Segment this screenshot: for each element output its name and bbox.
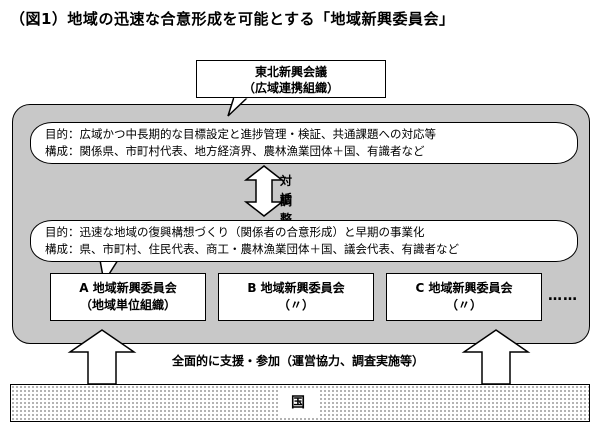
tohoku-council-name: 東北新興会議	[254, 65, 327, 79]
tohoku-council-box: 東北新興会議 （広域連携組織）	[196, 60, 386, 98]
committee-a-name: A 地域新興委員会	[79, 281, 177, 295]
upper-members: 構成：関係県、市町村代表、地方経済界、農林漁業団体＋国、有識者など	[45, 144, 425, 158]
committee-c-name: C 地域新興委員会	[415, 281, 513, 295]
more-committees-ellipsis: ……	[548, 288, 578, 304]
lower-bubble: 目的：迅速な地域の復興構想づくり（関係者の合意形成）と早期の事業化 構成：県、市…	[30, 220, 578, 262]
upper-bubble: 目的：広域かつ中長期的な目標設定と進捗管理・検証、共通課題への対応等 構成：関係…	[30, 122, 578, 164]
tohoku-council-sub: （広域連携組織）	[242, 81, 339, 95]
upper-purpose: 目的：広域かつ中長期的な目標設定と進捗管理・検証、共通課題への対応等	[45, 127, 436, 141]
committee-b: B 地域新興委員会 （〃）	[218, 273, 374, 321]
support-label: 全面的に支援・参加（運営協力、調査実施等）	[172, 354, 425, 368]
page-title: （図1）地域の迅速な合意形成を可能とする「地域新興委員会」	[10, 10, 455, 28]
committee-a: A 地域新興委員会 （地域単位組織）	[50, 273, 206, 321]
committee-c-sub: （〃）	[445, 298, 482, 312]
dialogue-line1: 対話	[280, 174, 293, 206]
lower-purpose: 目的：迅速な地域の復興構想づくり（関係者の合意形成）と早期の事業化	[45, 225, 425, 239]
committee-b-name: B 地域新興委員会	[247, 281, 345, 295]
committee-b-sub: （〃）	[277, 298, 314, 312]
committee-a-sub: （地域単位組織）	[79, 298, 176, 312]
national-label: 国	[278, 390, 318, 416]
lower-members: 構成：県、市町村、住民代表、商工・農林漁業団体＋国、議会代表、有識者など	[45, 242, 459, 256]
committee-c: C 地域新興委員会 （〃）	[386, 273, 542, 321]
